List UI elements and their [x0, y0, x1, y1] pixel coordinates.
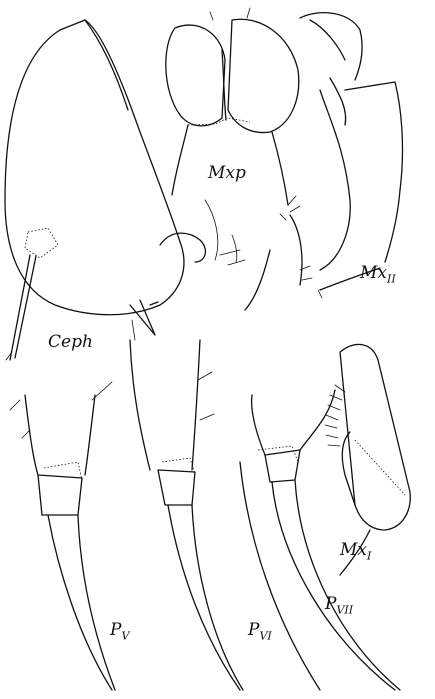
- label-mx-i: MxI: [340, 542, 371, 561]
- maxilliped-drawing: [160, 8, 299, 265]
- label-p-vi: PVI: [248, 622, 272, 641]
- label-mx-ii: MxII: [360, 265, 396, 284]
- cephalon-drawing: [5, 20, 184, 360]
- pereopod-v-drawing: [10, 382, 115, 690]
- label-p-vii: PVII: [325, 596, 353, 615]
- label-ceph: Ceph: [48, 334, 93, 351]
- pereopod-vi-drawing: [130, 320, 243, 690]
- label-mxp: Mxp: [208, 165, 246, 182]
- pereopod-vii-drawing: [240, 390, 400, 690]
- label-p-v: PV: [110, 622, 129, 641]
- maxilla-i-drawing: [325, 344, 410, 575]
